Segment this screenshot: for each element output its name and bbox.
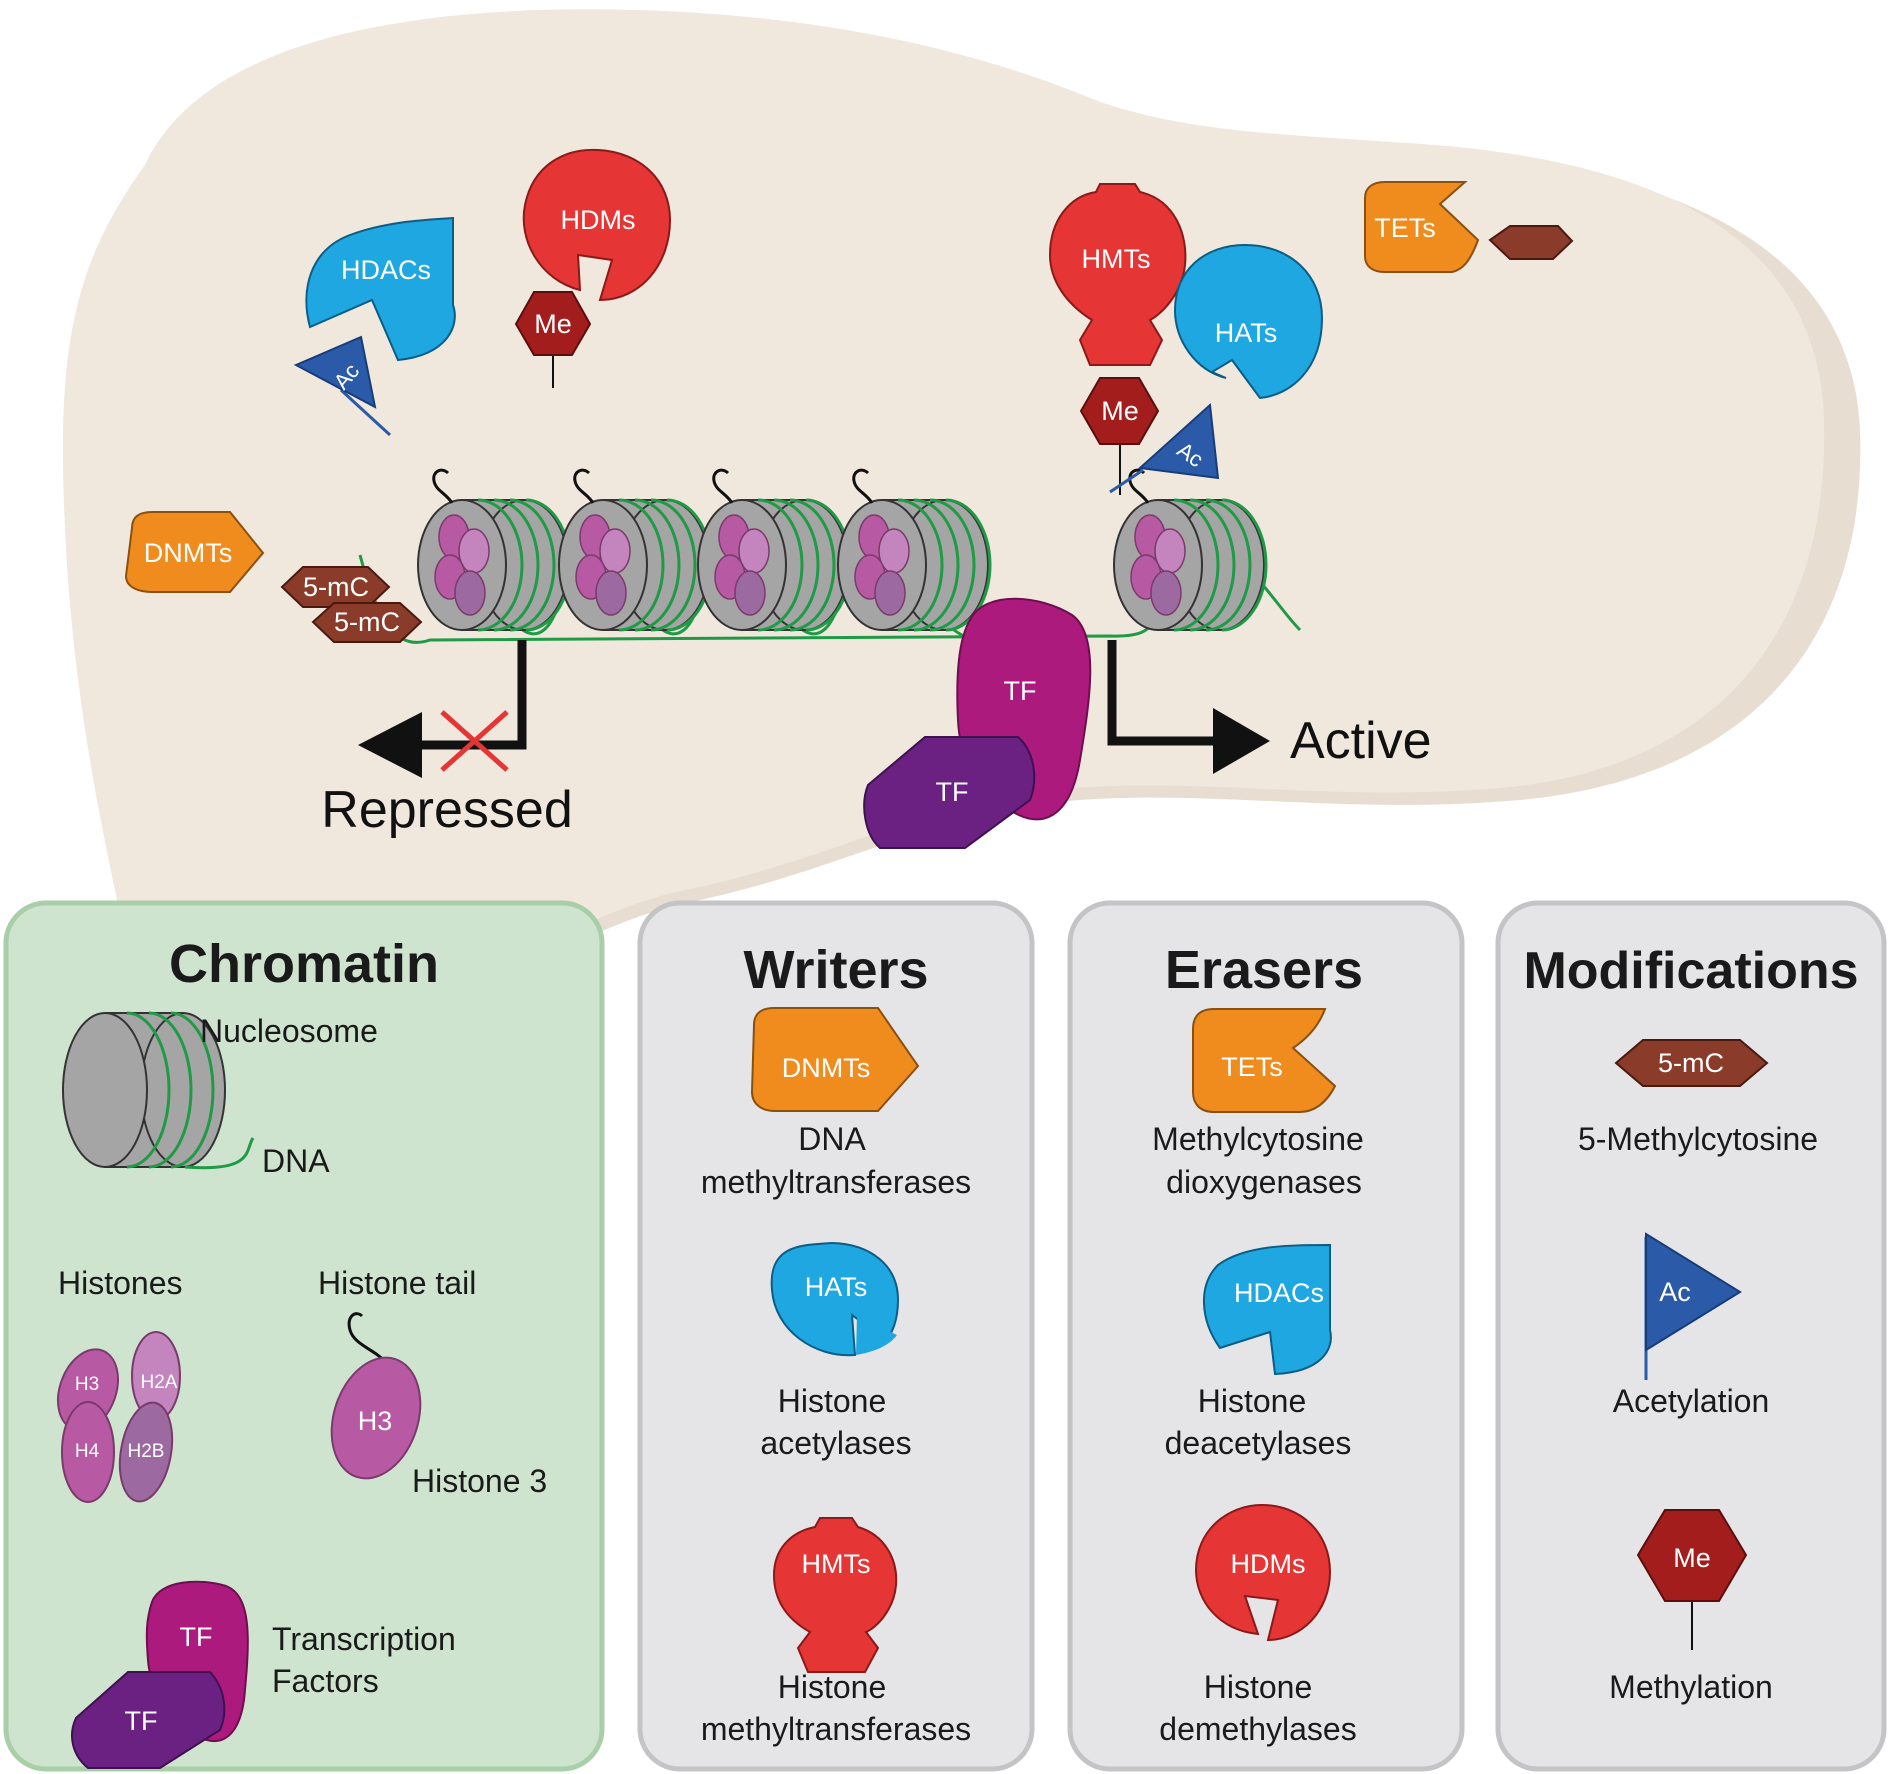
svg-text:H2A: H2A xyxy=(141,1372,178,1393)
svg-text:Nucleosome: Nucleosome xyxy=(200,1013,378,1049)
svg-text:methyltransferases: methyltransferases xyxy=(701,1164,971,1200)
svg-text:TF: TF xyxy=(936,777,969,807)
svg-text:acetylases: acetylases xyxy=(760,1425,911,1461)
svg-text:5-mC: 5-mC xyxy=(334,607,400,637)
me-legend: Me xyxy=(1636,1509,1748,1650)
hats-enzyme: HATs xyxy=(1173,243,1324,400)
svg-text:TETs: TETs xyxy=(1221,1052,1283,1082)
hdms-enzyme: HDMs xyxy=(522,148,672,302)
nucleosome-legend xyxy=(62,1011,255,1170)
tets-enzyme: TETs xyxy=(1364,181,1480,273)
svg-text:deacetylases: deacetylases xyxy=(1165,1425,1352,1461)
svg-text:Factors: Factors xyxy=(272,1663,379,1699)
svg-text:Histone: Histone xyxy=(1204,1669,1313,1705)
dnmts-enzyme: DNMTs xyxy=(124,511,265,593)
panel-chromatin: Chromatin Nucleosome DNA Histones H3 H2A… xyxy=(3,900,605,1772)
svg-text:H3: H3 xyxy=(358,1406,393,1436)
svg-text:HATs: HATs xyxy=(805,1272,868,1302)
svg-text:Histone: Histone xyxy=(778,1669,887,1705)
me-mark-2: Me xyxy=(1079,377,1160,495)
svg-text:TF: TF xyxy=(125,1706,158,1736)
active-arrow xyxy=(1107,640,1270,774)
panel-title: Writers xyxy=(743,940,928,1000)
svg-text:Me: Me xyxy=(1101,396,1139,426)
panel-modifications: Modifications 5-mC 5-Methylcytosine Ac A… xyxy=(1495,900,1887,1772)
svg-text:DNA: DNA xyxy=(798,1121,866,1157)
svg-text:HMTs: HMTs xyxy=(1082,244,1151,274)
svg-text:Histone 3: Histone 3 xyxy=(412,1463,547,1499)
ac-flag-2: Ac xyxy=(1109,402,1220,494)
hats-legend: HATs xyxy=(770,1241,900,1357)
me-mark-1: Me xyxy=(514,291,592,388)
svg-text:TF: TF xyxy=(1004,676,1037,706)
repressed-arrow xyxy=(358,640,527,778)
hdacs-enzyme: HDACs xyxy=(305,216,456,362)
svg-text:Histone: Histone xyxy=(778,1383,887,1419)
ac-flag-1: Ac xyxy=(293,335,392,437)
hdms-legend: HDMs xyxy=(1194,1503,1332,1642)
dna-strand-linker xyxy=(498,598,1012,644)
5mc-fragment xyxy=(1488,225,1574,260)
histone3-legend: H3 xyxy=(330,1312,422,1480)
svg-text:Methylation: Methylation xyxy=(1609,1669,1773,1705)
svg-text:H3: H3 xyxy=(75,1374,99,1395)
svg-text:DNMTs: DNMTs xyxy=(144,538,233,568)
svg-text:Methylcytosine: Methylcytosine xyxy=(1152,1121,1364,1157)
svg-text:5-mC: 5-mC xyxy=(1658,1048,1724,1078)
hdacs-legend: HDACs xyxy=(1203,1243,1332,1376)
svg-text:Transcription: Transcription xyxy=(272,1621,456,1657)
svg-text:5-Methylcytosine: 5-Methylcytosine xyxy=(1578,1121,1818,1157)
5mc-mark-1: 5-mC xyxy=(280,566,391,608)
svg-text:Acetylation: Acetylation xyxy=(1613,1383,1770,1419)
5mc-mark-2: 5-mC xyxy=(311,602,423,643)
repressed-label: Repressed xyxy=(321,781,572,839)
svg-text:Histones: Histones xyxy=(58,1265,183,1301)
ac-legend: Ac xyxy=(1644,1232,1742,1380)
svg-text:H4: H4 xyxy=(75,1441,100,1462)
tets-legend: TETs xyxy=(1192,1008,1337,1113)
hmts-enzyme: HMTs xyxy=(1048,183,1187,366)
tf-legend: TF TF xyxy=(71,1580,249,1769)
svg-text:Me: Me xyxy=(1673,1543,1711,1573)
svg-text:H2B: H2B xyxy=(128,1441,165,1462)
5mc-legend: 5-mC xyxy=(1614,1039,1769,1087)
svg-text:HATs: HATs xyxy=(1215,318,1278,348)
tf-purple: TF xyxy=(863,736,1036,849)
svg-text:5-mC: 5-mC xyxy=(303,572,369,602)
svg-text:Histone: Histone xyxy=(1198,1383,1307,1419)
panel-erasers: Erasers TETs Methylcytosine dioxygenases… xyxy=(1067,900,1465,1772)
panel-title: Erasers xyxy=(1165,940,1363,1000)
svg-text:methyltransferases: methyltransferases xyxy=(701,1711,971,1747)
histone-octamer-legend: H3 H2A H4 H2B xyxy=(57,1331,181,1503)
svg-text:Histone tail: Histone tail xyxy=(318,1265,476,1301)
active-label: Active xyxy=(1290,712,1432,770)
panel-writers: Writers DNMTs DNA methyltransferases HAT… xyxy=(637,900,1035,1772)
svg-text:DNMTs: DNMTs xyxy=(782,1053,871,1083)
svg-text:HDACs: HDACs xyxy=(341,255,431,285)
svg-text:DNA: DNA xyxy=(262,1143,330,1179)
dnmts-legend: DNMTs xyxy=(750,1007,920,1112)
svg-text:dioxygenases: dioxygenases xyxy=(1166,1164,1362,1200)
panel-title: Modifications xyxy=(1523,942,1858,1000)
svg-text:Ac: Ac xyxy=(1659,1277,1691,1307)
svg-text:TETs: TETs xyxy=(1374,213,1436,243)
svg-text:HMTs: HMTs xyxy=(802,1549,871,1579)
svg-text:TF: TF xyxy=(180,1622,213,1652)
svg-text:Me: Me xyxy=(534,309,572,339)
svg-text:HDACs: HDACs xyxy=(1234,1278,1324,1308)
svg-text:HDMs: HDMs xyxy=(561,205,636,235)
svg-text:HDMs: HDMs xyxy=(1231,1549,1306,1579)
hmts-legend: HMTs xyxy=(772,1517,898,1673)
panel-title: Chromatin xyxy=(169,934,439,994)
svg-text:demethylases: demethylases xyxy=(1159,1711,1356,1747)
